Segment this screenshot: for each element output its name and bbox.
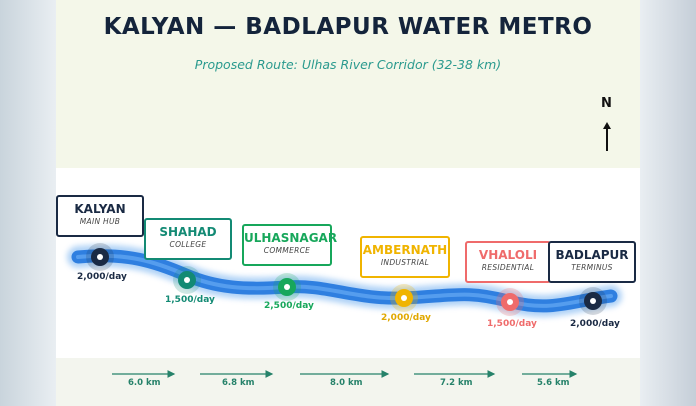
ridership-vhaloli: 1,500/day: [487, 319, 537, 329]
station-name: AMBERNATH: [362, 243, 448, 257]
marker-vhaloli: [496, 288, 524, 316]
station-type: RESIDENTIAL: [481, 263, 535, 272]
map-card: KALYAN — BADLAPUR WATER METRO Proposed R…: [56, 0, 640, 406]
marker-kalyan: [86, 243, 114, 271]
north-label: N: [601, 96, 612, 111]
page-subtitle: Proposed Route: Ulhas River Corridor (32…: [194, 57, 502, 72]
station-type: COMMERCE: [263, 246, 311, 255]
station-markers: [86, 243, 607, 316]
station-type: TERMINUS: [571, 263, 613, 272]
station-type: INDUSTRIAL: [380, 258, 430, 267]
station-box-vhaloli: VHALOLI RESIDENTIAL: [465, 241, 551, 283]
ridership-ulhasnagar: 2,500/day: [264, 301, 314, 311]
station-type: MAIN HUB: [79, 217, 121, 226]
segment-distance-1: 6.0 km: [128, 378, 161, 388]
station-name: ULHASNAGAR: [244, 231, 338, 245]
station-box-ulhasnagar: ULHASNAGAR COMMERCE: [242, 224, 338, 266]
segment-distance-5: 5.6 km: [537, 378, 570, 388]
station-type: COLLEGE: [169, 240, 207, 249]
marker-ambernath: [390, 284, 418, 312]
segment-distance-4: 7.2 km: [440, 378, 473, 388]
station-name: VHALOLI: [478, 248, 538, 262]
station-name: BADLAPUR: [555, 248, 629, 262]
ridership-ambernath: 2,000/day: [381, 313, 431, 323]
ridership-badlapur: 2,000/day: [570, 319, 620, 329]
station-box-badlapur: BADLAPUR TERMINUS: [548, 241, 636, 283]
segment-distance-2: 6.8 km: [222, 378, 255, 388]
distance-band: [56, 358, 640, 406]
segment-distance-3: 8.0 km: [330, 378, 363, 388]
station-box-ambernath: AMBERNATH INDUSTRIAL: [360, 236, 450, 278]
page-title: KALYAN — BADLAPUR WATER METRO: [103, 14, 593, 40]
north-arrow-icon: [603, 122, 611, 151]
marker-shahad: [173, 266, 201, 294]
ridership-shahad: 1,500/day: [165, 295, 215, 305]
station-box-kalyan: KALYAN MAIN HUB: [56, 195, 144, 237]
header-band: [56, 0, 640, 168]
marker-ulhasnagar: [273, 273, 301, 301]
station-name: SHAHAD: [159, 225, 217, 239]
distance-arrows: [112, 370, 578, 378]
station-box-shahad: SHAHAD COLLEGE: [144, 218, 232, 260]
marker-badlapur: [579, 287, 607, 315]
ridership-kalyan: 2,000/day: [77, 272, 127, 282]
station-name: KALYAN: [74, 202, 126, 216]
